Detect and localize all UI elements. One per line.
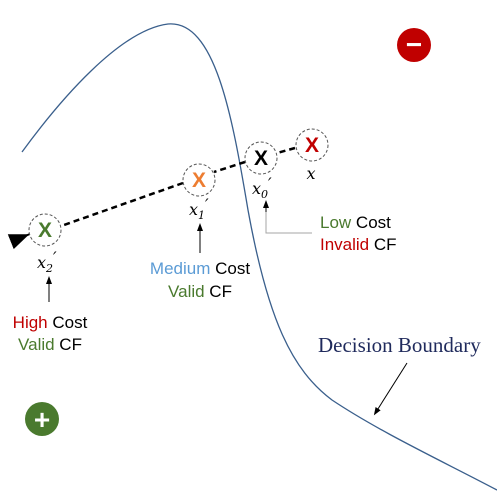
point-x0-circle (244, 141, 278, 175)
negative-region-sign: − (406, 29, 422, 60)
point-x0-label: x0′ (252, 174, 272, 201)
decision-boundary-label: Decision Boundary (318, 333, 481, 357)
cf-path-segment-3 (63, 181, 184, 227)
low-cost-annotation-line2: Invalid CF (320, 235, 397, 254)
positive-region-badge (25, 402, 59, 436)
cf-path-segment-2 (213, 160, 246, 174)
negative-region-badge (397, 28, 431, 62)
point-x-label: x (306, 164, 315, 183)
point-x2-label: x2′ (37, 248, 57, 275)
positive-region-sign: + (34, 404, 50, 435)
point-x1-label: x1′ (189, 195, 209, 222)
low-cost-pointer (265, 206, 312, 234)
medium-cost-annotation-line2: Valid CF (168, 282, 232, 301)
high-cost-annotation-line1: High Cost (13, 313, 88, 332)
point-x0-mark: X (254, 147, 268, 170)
low-cost-annotation-line1: Low Cost (320, 213, 391, 232)
point-x1-mark: X (192, 169, 206, 192)
point-x1-circle (182, 163, 216, 197)
medium-cost-annotation-line1: Medium Cost (150, 259, 250, 278)
point-x2-circle (28, 213, 62, 247)
cf-path-arrow (7, 233, 31, 250)
boundary-pointer (373, 362, 408, 416)
decision-boundary-curve (21, 23, 497, 491)
point-x2-mark: X (38, 219, 52, 242)
point-x-mark: X (305, 134, 319, 157)
point-x-circle (295, 128, 329, 162)
high-cost-annotation-line2: Valid CF (18, 335, 82, 354)
